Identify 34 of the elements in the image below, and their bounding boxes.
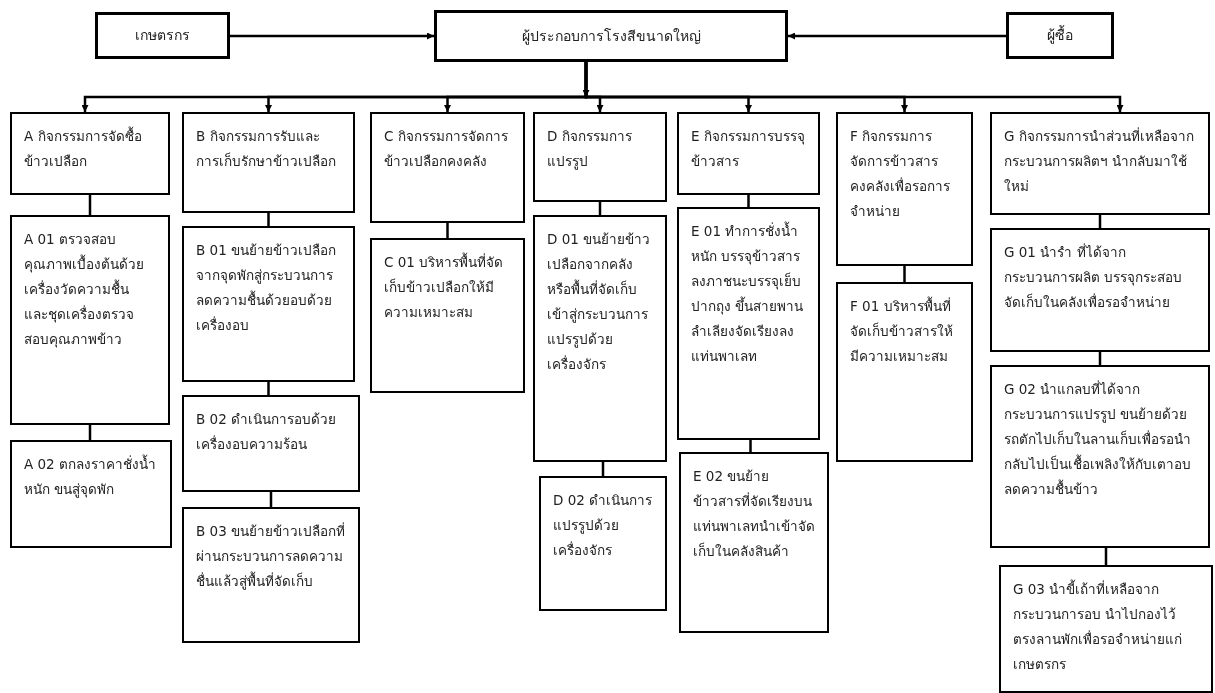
process-box: G 03 นำขี้เถ้าที่เหลือจากกระบวนการอบ นำไปกองไว้ตรงลานพักเพื่อรอจำหน่ายแก่เกษตรกร	[999, 565, 1213, 693]
process-box: G กิจกรรมการนำส่วนที่เหลือจากกระบวนการผลิตฯ นำกลับมาใช้ใหม่	[990, 112, 1210, 215]
process-box: E 02 ขนย้ายข้าวสารที่จัดเรียงบนแท่นพาเลทนำเข้าจัดเก็บในคลังสินค้า	[679, 452, 829, 633]
process-box: B 02 ดำเนินการอบด้วยเครื่องอบความร้อน	[182, 395, 360, 492]
connector-line	[88, 195, 92, 215]
actor-box: ผู้ซื้อ	[1006, 12, 1114, 59]
arrow	[582, 62, 590, 97]
process-box: D กิจกรรมการแปรรูป	[533, 112, 667, 202]
process-box: G 02 นำแกลบที่ได้จากกระบวนการแปรรูป ขนย้ายด้วยรถตักไปเก็บในลานเก็บเพื่อรอนำกลับไปเป็นเชื้อเพลิงให้กับเตาอบลดความชื้นข้าว	[990, 365, 1210, 548]
arrow	[788, 32, 1006, 40]
process-box: D 01 ขนย้ายข้าวเปลือกจากคลัง หรือพื้นที่จัดเก็บ เข้าสู่กระบวนการแปรรูปด้วยเครื่องจักร	[533, 215, 667, 462]
connector-line	[749, 440, 752, 452]
process-box: C กิจกรรมการจัดการข้าวเปลือกคงคลัง	[370, 112, 525, 223]
process-box: C 01 บริหารพื้นที่จัดเก็บข้าวเปลือกให้มีความเหมาะสม	[370, 238, 525, 393]
connector-line	[267, 382, 270, 395]
connector-line	[747, 195, 750, 207]
process-box: D 02 ดำเนินการแปรรูปด้วยเครื่องจักร	[539, 476, 667, 611]
process-box: B 01 ขนย้ายข้าวเปลือกจากจุดพักสู่กระบวนการลดความชื้นด้วยอบด้วยเครื่องอบ	[182, 226, 355, 382]
process-box: A กิจกรรมการจัดซื้อข้าวเปลือก	[10, 112, 170, 195]
connector-line	[446, 223, 449, 238]
process-box: A 02 ตกลงราคาชั่งน้ำหนัก ขนสู่จุดพัก	[10, 440, 172, 548]
process-box: B กิจกรรมการรับและการเก็บรักษาข้าวเปลือก	[182, 112, 355, 213]
process-box: G 01 นำรำ ที่ได้จากกระบวนการผลิต บรรจุกระสอบ จัดเก็บในคลังเพื่อรอจำหน่าย	[990, 228, 1210, 352]
process-box: F กิจกรรมการจัดการข้าวสารคงคลังเพื่อรอการจำหน่าย	[836, 112, 973, 266]
process-box: E 01 ทำการชั่งน้ำหนัก บรรจุข้าวสารลงภาชนะบรรจุเย็บปากถุง ขึ้นสายพานลำเลียงจัดเรียงลงแท่นพาเลท	[677, 207, 820, 440]
process-box: B 03 ขนย้ายข้าวเปลือกที่ผ่านกระบวนการลดความชื่นแล้วสู่พื้นที่จัดเก็บ	[182, 507, 360, 643]
arrow	[230, 32, 434, 40]
actor-box: ผู้ประกอบการโรงสีขนาดใหญ่	[434, 10, 788, 62]
connector-line	[267, 213, 270, 226]
connector-line	[903, 266, 906, 282]
process-box: F 01 บริหารพื้นที่จัดเก็บข้าวสารให้มีความเหมาะสม	[836, 282, 973, 462]
actor-box: เกษตรกร	[95, 12, 230, 59]
process-box: E กิจกรรมการบรรจุข้าวสาร	[677, 112, 820, 195]
process-box: A 01 ตรวจสอบคุณภาพเบื้องต้นด้วยเครื่องวัดความชื้น และชุดเครื่องตรวจสอบคุณภาพข้าว	[10, 215, 170, 425]
